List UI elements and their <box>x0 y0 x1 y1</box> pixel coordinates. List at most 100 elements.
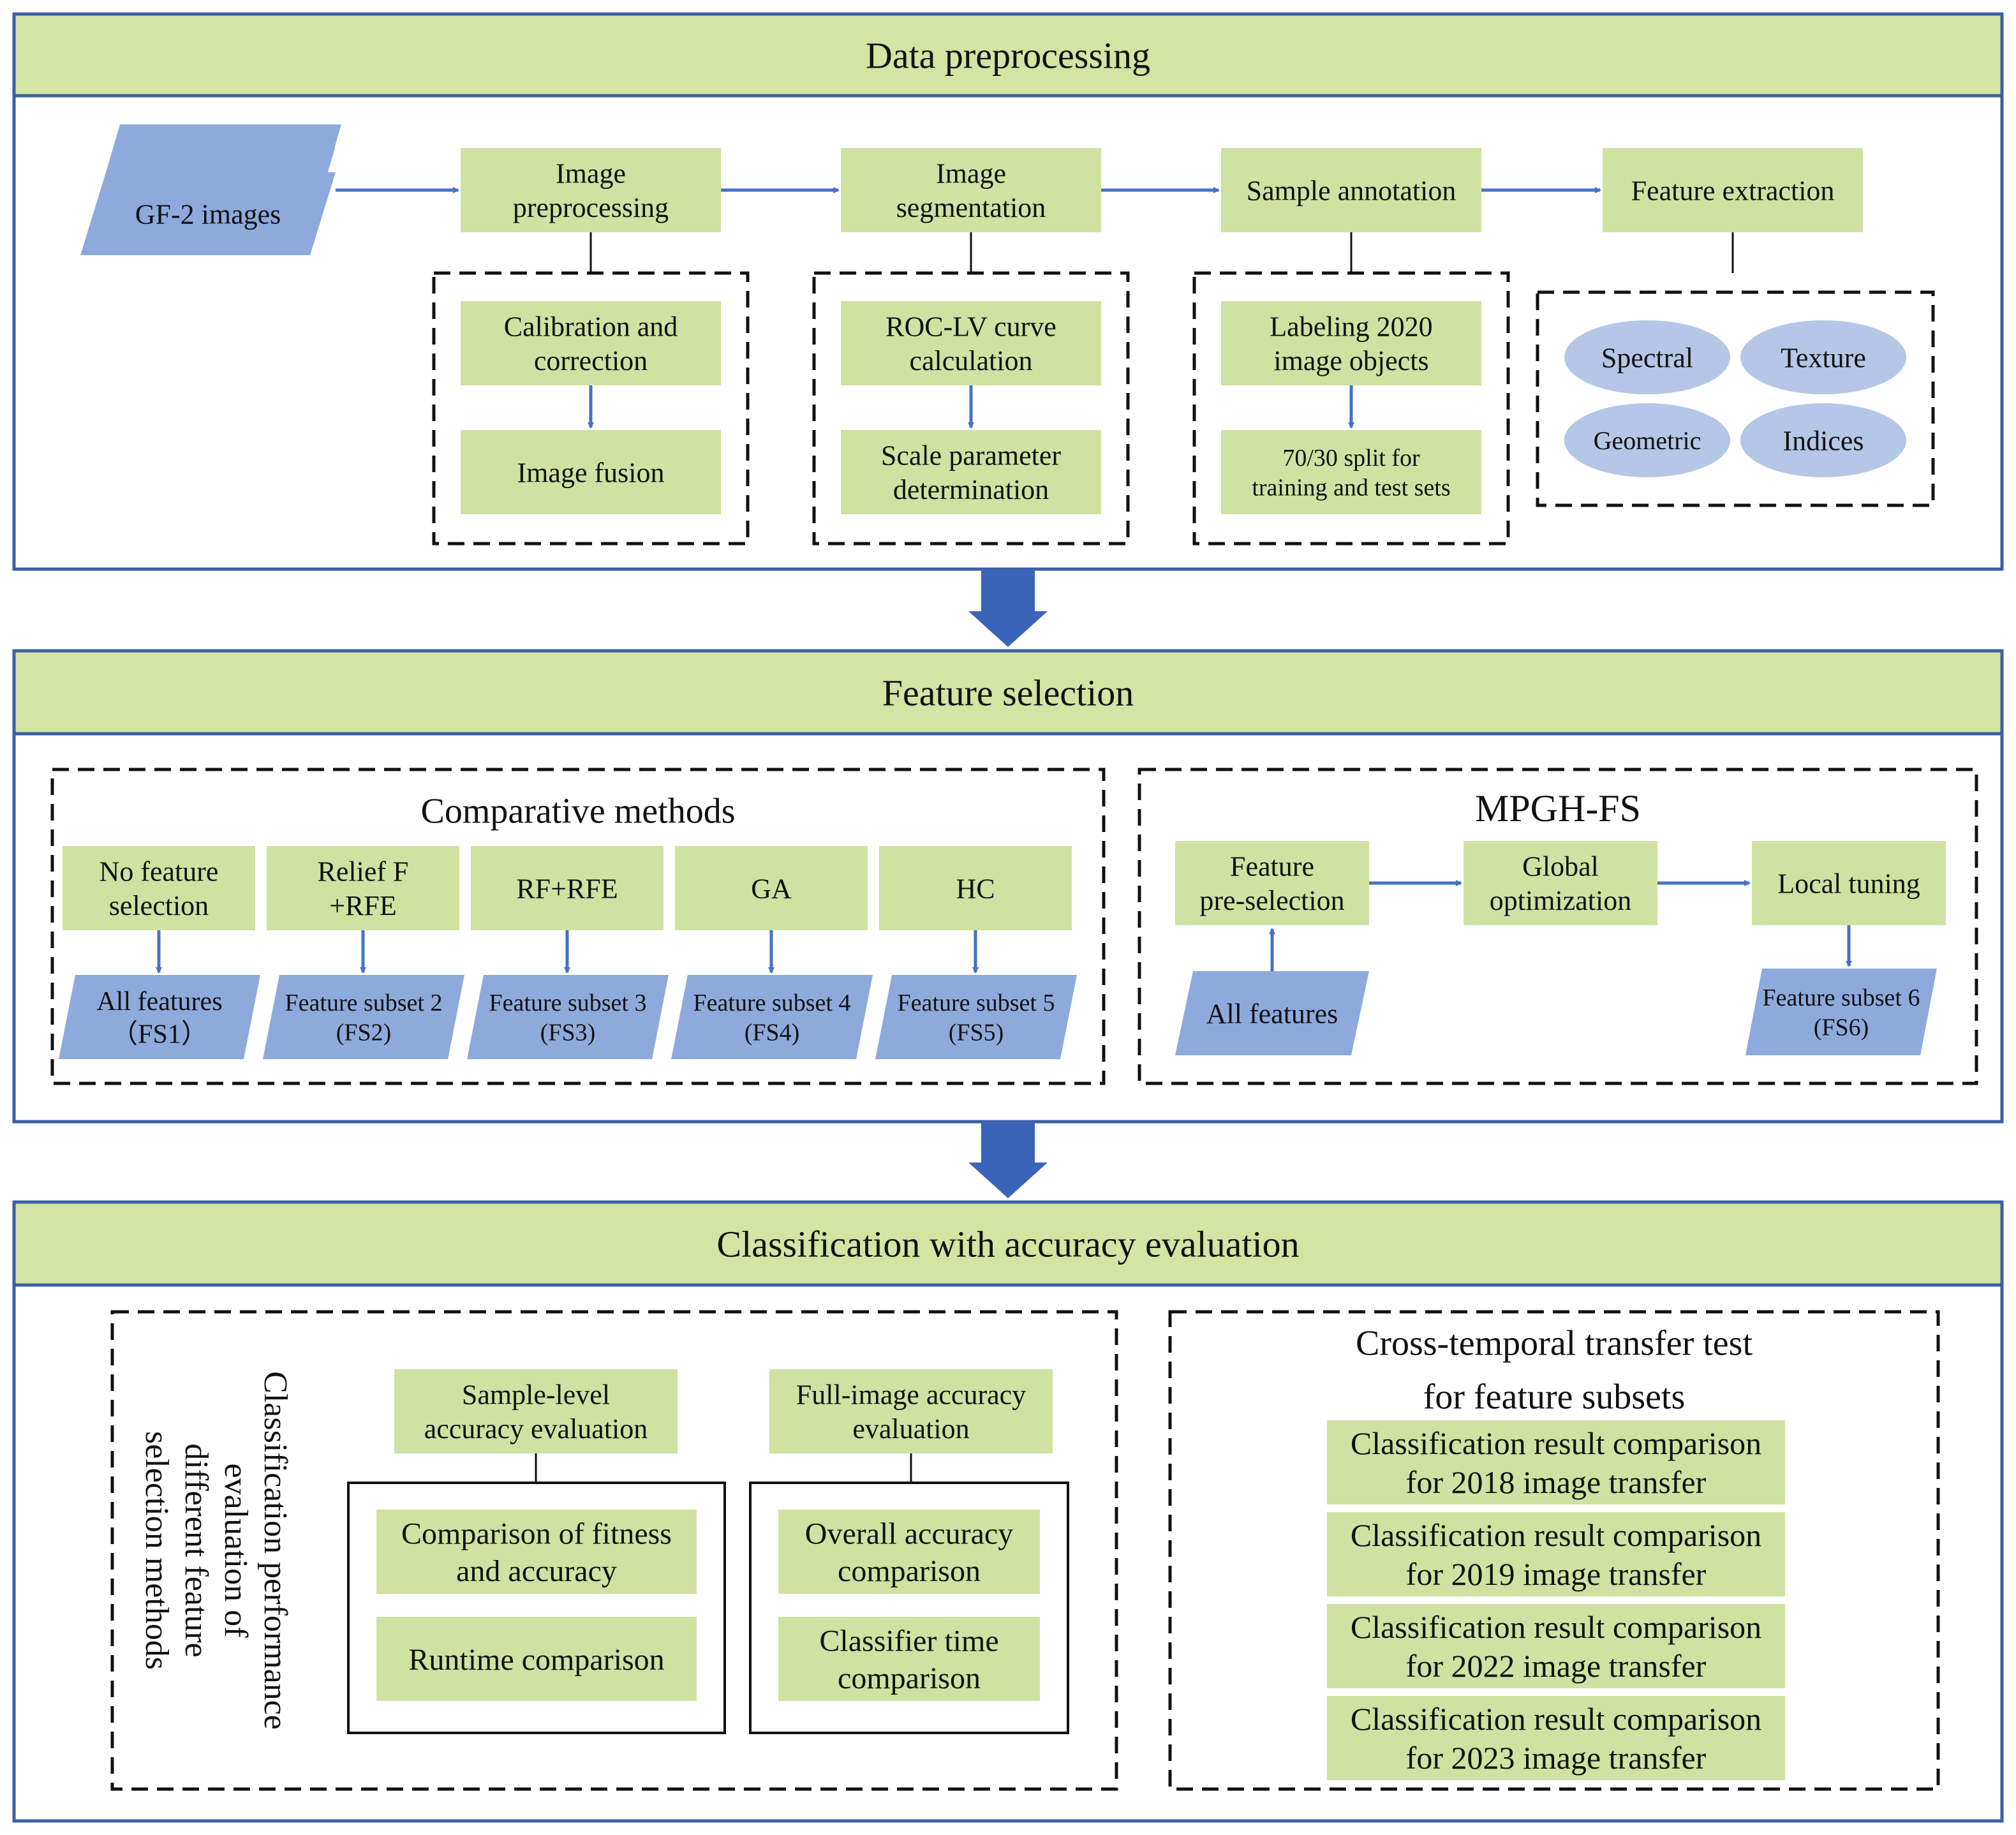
method-3-output-label: Feature subset 3(FS3) <box>489 990 647 1046</box>
big-arrow-1 <box>968 569 1048 647</box>
method-4-output-label: Feature subset 4(FS4) <box>693 990 851 1046</box>
vertical-title-line-3: different feature <box>178 1443 214 1657</box>
step-3-sub-1 <box>1221 301 1481 385</box>
cross-temporal-block <box>1168 1310 1940 1791</box>
feature-texture <box>1740 320 1906 394</box>
step-2 <box>841 148 1101 232</box>
vertical-title-line-4: selection methods <box>138 1431 175 1670</box>
mpgh-fs-block <box>1138 768 1978 1085</box>
method-3-output <box>467 975 669 1059</box>
eval-group-1-item-2 <box>376 1617 697 1701</box>
mpgh-step-2 <box>1464 841 1657 925</box>
eval-group-1-item-1 <box>376 1510 697 1594</box>
step-3-label: Sample annotation <box>1247 175 1456 206</box>
feature-geometric <box>1564 403 1730 477</box>
mpgh-step-3-label: Local tuning <box>1777 868 1920 899</box>
method-3-label: RF+RFE <box>516 873 618 904</box>
panel-classification-header <box>12 1200 2004 1287</box>
panel-feature-selection-header <box>12 649 2004 736</box>
method-5-label: HC <box>956 873 995 904</box>
method-5-output-label: Feature subset 5(FS5) <box>898 990 1055 1046</box>
transfer-item-4 <box>1327 1696 1785 1780</box>
panel-classification-title: Classification with accuracy evaluation <box>716 1223 1299 1265</box>
eval-group-2-frame <box>749 1482 1069 1734</box>
step-1 <box>461 148 721 232</box>
step-4-label: Feature extraction <box>1631 175 1835 206</box>
step-1-sub-1 <box>461 301 721 385</box>
method-2-label: Relief F+RFE <box>318 856 409 922</box>
method-2-output-label: Feature subset 2(FS2) <box>285 990 443 1046</box>
vertical-title-line-2: evaluation of <box>218 1464 254 1638</box>
feature-geometric-label: Geometric <box>1594 426 1701 455</box>
eval-group-2-item-2 <box>778 1617 1040 1701</box>
method-1 <box>63 846 255 930</box>
step-3-sub-2 <box>1221 430 1481 514</box>
eval-group-2-item-1 <box>778 1510 1040 1594</box>
method-4-label: GA <box>751 873 792 904</box>
big-arrow-2 <box>968 1122 1048 1198</box>
method-1-output <box>59 975 260 1059</box>
transfer-item-1 <box>1327 1420 1785 1504</box>
panel-data-preprocessing-header <box>12 12 2004 98</box>
transfer-item-3 <box>1327 1604 1785 1688</box>
comparative-methods-block <box>50 768 1106 1085</box>
feature-extraction-block <box>1536 290 1935 507</box>
method-2 <box>267 846 459 930</box>
mpgh-fs-title: MPGH-FS <box>1475 787 1641 829</box>
vertical-title-line-1: Classification performance <box>257 1371 293 1730</box>
mpgh-step-3 <box>1752 841 1946 925</box>
method-1-output-label: All features（FS1） <box>96 987 222 1049</box>
step-2-sub-2 <box>841 430 1101 514</box>
feature-texture-label: Texture <box>1781 342 1866 373</box>
method-4 <box>675 846 868 930</box>
method-3 <box>471 846 663 930</box>
mpgh-output-fs6 <box>1745 969 1937 1055</box>
eval-group-1-title <box>394 1369 678 1453</box>
step-3 <box>1221 148 1481 232</box>
method-4-output <box>671 975 873 1059</box>
gf2-images-input-label: GF-2 images <box>135 198 281 230</box>
eval-group-1-item-2-label: Runtime comparison <box>408 1643 664 1677</box>
mpgh-step-1 <box>1175 841 1369 925</box>
feature-indices-label: Indices <box>1783 425 1864 456</box>
step-4 <box>1603 148 1863 232</box>
feature-indices <box>1740 403 1906 477</box>
step-1-sub-2 <box>461 430 721 514</box>
mpgh-input-all-features-label: All features <box>1206 998 1338 1029</box>
mpgh-input-all-features <box>1175 971 1369 1055</box>
method-2-output <box>263 975 464 1059</box>
step-1-sub-2-label: Image fusion <box>517 457 665 488</box>
panel-data-preprocessing-title: Data preprocessing <box>866 34 1150 76</box>
mpgh-output-fs6-label: Feature subset 6(FS6) <box>1763 984 1920 1041</box>
transfer-item-2 <box>1327 1512 1785 1596</box>
panel-feature-selection-title: Feature selection <box>882 672 1134 713</box>
feature-spectral <box>1564 320 1730 394</box>
step-2-sub-1 <box>841 301 1101 385</box>
method-5 <box>879 846 1072 930</box>
eval-group-2-title <box>769 1369 1053 1453</box>
method-5-output <box>875 975 1077 1059</box>
feature-spectral-label: Spectral <box>1601 342 1693 373</box>
